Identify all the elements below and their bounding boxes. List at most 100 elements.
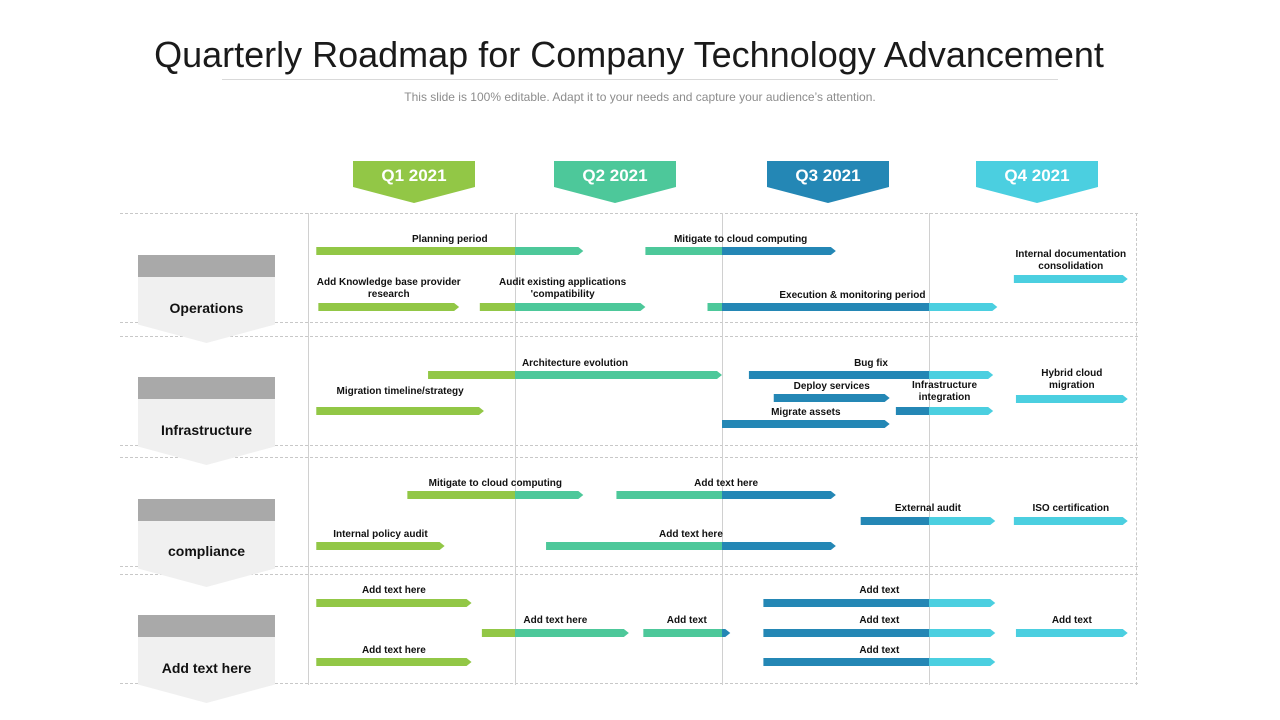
task-bar-segment [929,658,996,666]
grid-line [722,213,723,685]
task-bar-segment [515,303,646,311]
task-label: Planning period [412,234,488,245]
task-bar [748,371,994,379]
task-label: Architecture evolution [521,358,629,369]
task-bar [318,303,460,311]
task-bar [479,303,646,311]
category-label: compliance [167,543,246,559]
task-bar-segment [316,658,472,666]
quarter-label: Q3 2021 [795,166,861,185]
task-label: Add Knowledge base provider research [316,277,461,300]
category-tab [138,255,275,277]
task-bar [763,629,996,637]
task-bar-segment [929,517,996,525]
task-bar-segment [407,491,515,499]
grid-line [308,213,309,685]
task-bar [616,491,836,499]
task-bar [645,247,836,255]
task-bar-segment [316,542,445,550]
category-label: Operations [169,300,244,316]
category-tab [138,615,275,637]
task-label: Bug fix [854,358,888,369]
task-label: Execution & monitoring period [779,290,926,301]
task-bar [546,542,836,550]
grid-line [120,457,1138,458]
task-label: Add text here [361,645,426,656]
quarter-label: Q2 2021 [582,166,648,185]
task-bar-segment [481,629,515,637]
task-bar-segment [763,658,929,666]
task-bar-segment [722,420,890,428]
task-bar-segment [643,629,722,637]
task-label: Hybrid cloud migration [1041,368,1103,391]
task-bar-segment [515,629,629,637]
grid-line [120,322,1138,323]
grid-line [120,213,1138,214]
task-bar [316,542,445,550]
task-label: Add text [859,585,900,596]
title-underline [222,79,1058,80]
task-label: Add text [859,615,900,626]
task-bar-segment [318,303,460,311]
task-label: Internal policy audit [333,529,428,540]
task-bar-segment [1015,395,1128,403]
task-bar-segment [645,247,722,255]
task-bar-segment [428,371,515,379]
task-label: Deploy services [793,381,870,392]
grid-line [1136,213,1137,685]
page-title: Quarterly Roadmap for Company Technology… [154,34,1104,75]
grid-line [120,445,1138,446]
task-bar-segment [860,517,929,525]
task-bar-segment [546,542,722,550]
task-label: Add text here [361,585,426,596]
task-bar-segment [722,303,929,311]
task-bar-segment [929,371,994,379]
task-bar-segment [616,491,722,499]
grid-line [120,574,1138,575]
task-bar-segment [748,371,929,379]
task-label: Add text [859,645,900,656]
grid-line [120,566,1138,567]
task-label: External audit [894,503,962,514]
task-label: Add text here [523,615,588,626]
task-bar [1015,629,1128,637]
task-label: Mitigate to cloud computing [673,234,808,245]
task-bar [481,629,629,637]
task-bar-segment [1013,517,1128,525]
grid-line [120,336,1138,337]
quarter-header-q3: Q3 2021 [767,161,889,203]
task-bar-segment [929,407,994,415]
category-label: Add text here [161,660,252,676]
task-label: Audit existing applications 'compatibili… [498,277,627,300]
task-label: Add text [1051,615,1092,626]
task-label: Add text [666,615,707,626]
task-bar [643,629,731,637]
task-bar [428,371,722,379]
task-bar-segment [929,629,996,637]
task-bar [773,394,890,402]
grid-line [515,213,516,685]
grid-line [120,683,1138,684]
quarter-label: Q1 2021 [381,166,447,185]
task-bar-segment [722,491,836,499]
page-subtitle: This slide is 100% editable. Adapt it to… [404,90,876,104]
task-bar [316,247,584,255]
task-bar-segment [722,247,836,255]
task-label: Add text here [694,478,759,489]
task-bar [763,658,996,666]
task-bar [316,599,472,607]
task-bar [860,517,996,525]
task-bar [1013,275,1128,283]
category-tab [138,377,275,399]
task-bar [722,420,890,428]
task-label: Migration timeline/strategy [336,386,464,397]
category-tab [138,499,275,521]
task-bar-segment [722,629,731,637]
task-bar [316,407,484,415]
task-bar-segment [763,599,929,607]
task-bar [763,599,996,607]
task-bar-segment [773,394,890,402]
task-bar-segment [1013,275,1128,283]
task-bar [407,491,584,499]
task-label: Mitigate to cloud computing [428,478,562,489]
